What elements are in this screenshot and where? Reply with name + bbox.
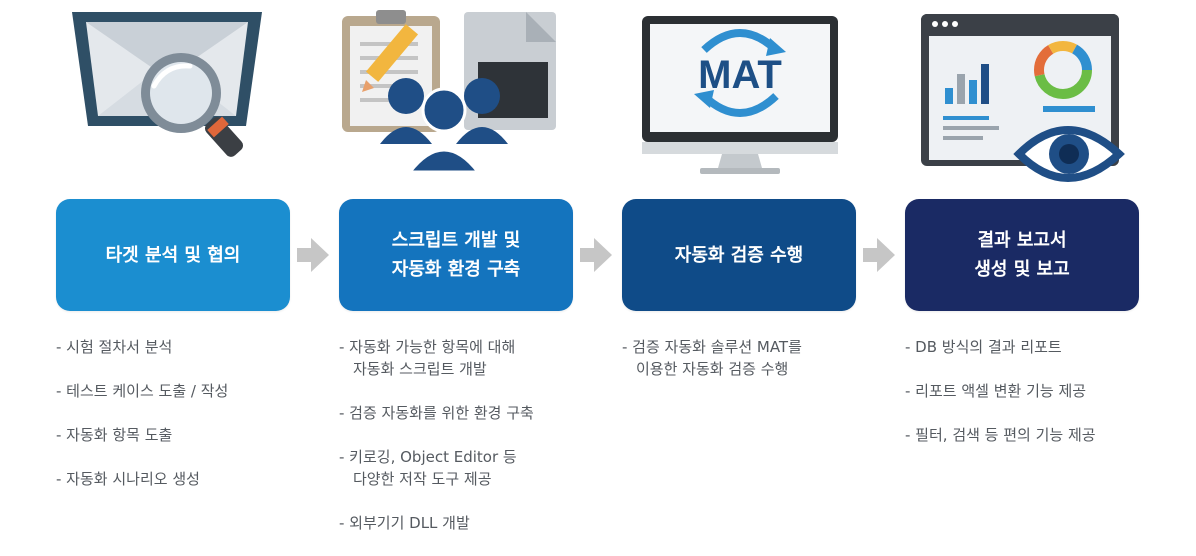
list-item: - 테스트 케이스 도출 / 작성 [56, 382, 229, 400]
step-title-line: 타겟 분석 및 협의 [105, 244, 241, 266]
arrow-right-icon [580, 238, 612, 272]
step-box-report: 결과 보고서 생성 및 보고 [905, 199, 1139, 311]
report-eye-icon [921, 14, 1125, 182]
step-bullet-list: - 자동화 가능한 항목에 대해 자동화 스크립트 개발 - 검증 자동화를 위… [339, 336, 534, 556]
list-item: - 검증 자동화 솔루션 MAT를 이용한 자동화 검증 수행 [622, 338, 802, 378]
step-title-line: 자동화 검증 수행 [674, 244, 804, 266]
list-item: - DB 방식의 결과 리포트 [905, 338, 1062, 356]
step-box-verification: 자동화 검증 수행 [622, 199, 856, 311]
mat-monitor-icon: MAT [642, 16, 838, 174]
list-item: - 자동화 가능한 항목에 대해 자동화 스크립트 개발 [339, 338, 516, 378]
list-item: - 자동화 시나리오 생성 [56, 470, 200, 488]
document-team-icon [342, 10, 556, 174]
monitor-magnifier-icon [72, 12, 262, 157]
step-box-script-dev: 스크립트 개발 및 자동화 환경 구축 [339, 199, 573, 311]
step-bullet-list: - DB 방식의 결과 리포트 - 리포트 액셀 변환 기능 제공 - 필터, … [905, 336, 1096, 468]
step-box-analysis: 타겟 분석 및 협의 [56, 199, 290, 311]
mat-logo-text: MAT [698, 53, 782, 97]
list-item: - 필터, 검색 등 편의 기능 제공 [905, 426, 1096, 444]
step-bullet-list: - 검증 자동화 솔루션 MAT를 이용한 자동화 검증 수행 [622, 336, 802, 402]
list-item: - 자동화 항목 도출 [56, 426, 173, 444]
step-title-line: 자동화 환경 구축 [391, 259, 521, 280]
list-item: - 시험 절차서 분석 [56, 338, 173, 356]
step-bullet-list: - 시험 절차서 분석 - 테스트 케이스 도출 / 작성 - 자동화 항목 도… [56, 336, 228, 512]
list-item: - 리포트 액셀 변환 기능 제공 [905, 382, 1087, 400]
list-item: - 검증 자동화를 위한 환경 구축 [339, 404, 534, 422]
list-item: - 외부기기 DLL 개발 [339, 514, 470, 532]
step-title-line: 결과 보고서 [977, 230, 1067, 251]
arrow-right-icon [297, 238, 329, 272]
step-title-line: 생성 및 보고 [974, 259, 1070, 280]
arrow-right-icon [863, 238, 895, 272]
list-item: - 키로깅, Object Editor 등 다양한 저작 도구 제공 [339, 448, 517, 488]
step-title-line: 스크립트 개발 및 [391, 230, 521, 251]
